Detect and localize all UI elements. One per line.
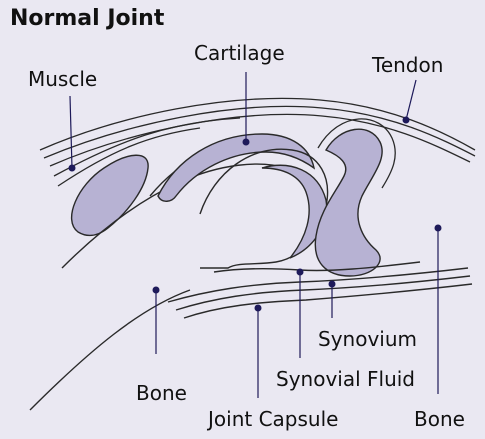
label-bone-right: Bone	[414, 407, 465, 431]
label-muscle: Muscle	[28, 67, 97, 91]
muscle-belly	[72, 155, 149, 235]
label-tendon: Tendon	[371, 53, 443, 77]
label-synovium: Synovium	[318, 327, 417, 351]
label-joint-capsule: Joint Capsule	[206, 407, 338, 431]
label-bone-left: Bone	[136, 381, 187, 405]
label-synovial-fluid: Synovial Fluid	[276, 367, 415, 391]
label-cartilage: Cartilage	[194, 41, 285, 65]
